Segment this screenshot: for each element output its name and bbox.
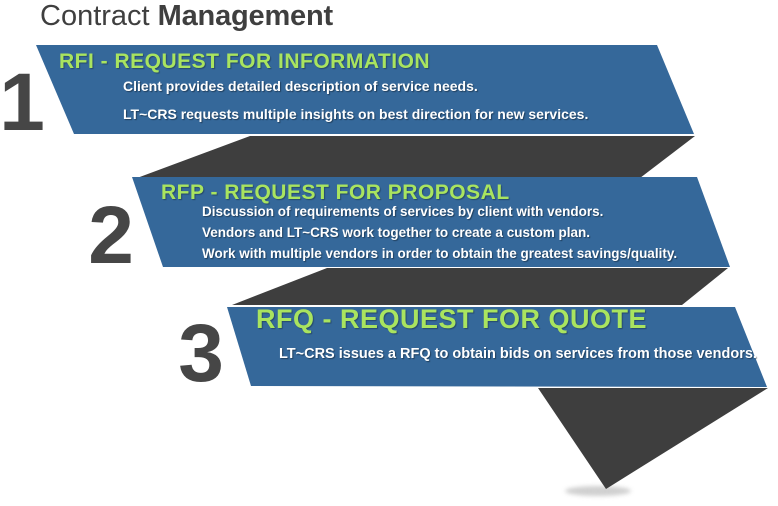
page-title-bold: Management (157, 0, 333, 32)
step-1-line-2: LT~CRS requests multiple insights on bes… (123, 106, 589, 122)
step-2-banner (132, 177, 730, 267)
ribbon-fold-1 (137, 136, 695, 178)
step-3-line-1: LT~CRS issues a RFQ to obtain bids on se… (279, 346, 757, 362)
step-3-banner (227, 307, 767, 387)
step-1-heading: RFI - REQUEST FOR INFORMATION (59, 50, 431, 73)
page-title: Contract Management (40, 0, 333, 33)
page-title-regular: Contract (40, 0, 150, 32)
step-1-line-1: Client provides detailed description of … (123, 78, 478, 94)
step-2-line-2: Vendors and LT~CRS work together to crea… (202, 225, 590, 240)
step-1-number: 1 (0, 57, 45, 148)
step-2-line-1: Discussion of requirements of services b… (202, 204, 604, 219)
tail-drop-shadow (565, 486, 631, 496)
ribbon-fold-2 (232, 268, 728, 305)
step-2-number: 2 (88, 190, 134, 281)
ribbon-tail (538, 388, 768, 489)
step-1-banner (36, 45, 694, 134)
step-2-line-3: Work with multiple vendors in order to o… (202, 246, 678, 261)
step-3-heading: RFQ - REQUEST FOR QUOTE (256, 304, 648, 334)
step-3-number: 3 (178, 308, 224, 399)
step-2-heading: RFP - REQUEST FOR PROPOSAL (161, 181, 510, 204)
